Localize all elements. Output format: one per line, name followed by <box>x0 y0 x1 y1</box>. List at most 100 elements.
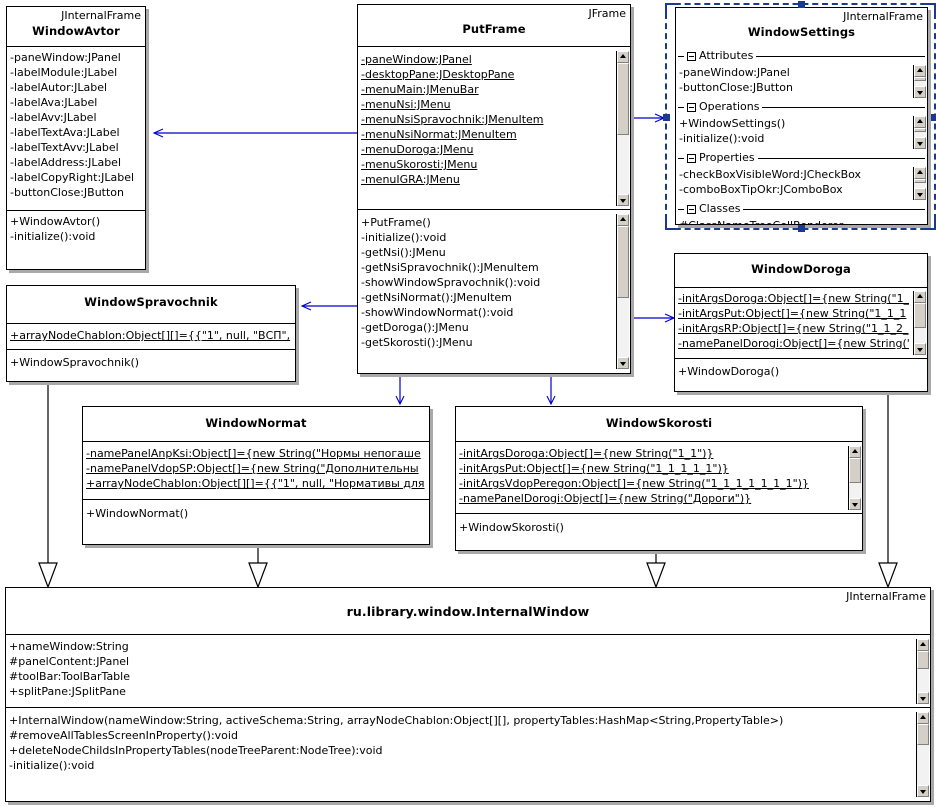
scroll-up-icon[interactable] <box>914 167 926 179</box>
scrollbar-track[interactable] <box>914 128 926 137</box>
class-box-window-settings[interactable]: JInternalFrame WindowSettings Attributes… <box>675 7 928 225</box>
operation-row: -initialize():void <box>9 759 95 772</box>
group-label: Attributes <box>699 49 754 62</box>
attribute-row: -namePanelDorogi:Object[]={new String(" <box>678 337 909 350</box>
property-row: -checkBoxVisibleWord:JCheckBox <box>679 168 862 181</box>
scroll-up-icon[interactable] <box>914 291 926 303</box>
operation-row: +deleteNodeChildsInPropertyTables(nodeTr… <box>9 744 383 757</box>
collapse-minus-icon[interactable] <box>687 102 696 112</box>
scrollbar-track[interactable] <box>914 77 926 86</box>
class-name: WindowSettings <box>747 25 856 39</box>
class-name: PutFrame <box>462 22 526 36</box>
class-box-window-normat[interactable]: WindowNormat -namePanelAnpKsi:Object[]={… <box>82 406 430 545</box>
group-header-operations[interactable]: Operations <box>676 99 927 115</box>
scroll-up-icon[interactable] <box>617 214 629 226</box>
scrollbar-thumb[interactable] <box>849 458 861 483</box>
attributes-compartment: -namePanelAnpKsi:Object[]={new String("Н… <box>83 442 429 500</box>
class-box-window-skorosti[interactable]: WindowSkorosti -initArgsDoroga:Object[]=… <box>455 406 863 551</box>
class-box-window-avtor[interactable]: JInternalFrame WindowAvtor -paneWindow:J… <box>6 6 146 270</box>
attributes-scrollbar[interactable] <box>916 639 929 704</box>
property-row: -comboBoxTipOkr:JComboBox <box>679 183 843 196</box>
scroll-down-icon[interactable] <box>849 498 861 510</box>
scrollbar-thumb[interactable] <box>917 651 929 670</box>
scrollbar-thumb[interactable] <box>914 179 926 183</box>
class-name: WindowDoroga <box>751 262 851 276</box>
scrollbar-track[interactable] <box>914 303 926 343</box>
group-header-attributes[interactable]: Attributes <box>676 48 927 64</box>
scroll-up-icon[interactable] <box>914 65 926 77</box>
generalization-doroga <box>878 392 898 589</box>
collapse-minus-icon[interactable] <box>687 51 696 61</box>
scroll-down-icon[interactable] <box>917 692 929 704</box>
attribute-rows: -paneWindow:JPanel -buttonClose:JButton <box>676 64 909 98</box>
attribute-row: -desktopPane:JDesktopPane <box>361 68 515 81</box>
attributes-scrollbar[interactable] <box>848 446 861 510</box>
operations-compartment: +WindowSkorosti() <box>456 514 862 550</box>
operations-scrollbar[interactable] <box>616 214 629 369</box>
scroll-down-icon[interactable] <box>914 343 926 355</box>
operation-row: -initialize():void <box>679 132 765 145</box>
stereotype-label: JInternalFrame <box>846 590 926 603</box>
attributes-compartment: -initArgsDoroga:Object[]={new String("1_… <box>456 442 862 514</box>
attribute-row: -paneWindow:JPanel <box>361 53 472 66</box>
attribute-row: -initArgsRP:Object[]={new String("1_1_2_ <box>678 322 909 335</box>
scrollbar-track[interactable] <box>617 63 629 194</box>
collapse-minus-icon[interactable] <box>687 204 696 214</box>
group-header-properties[interactable]: Properties <box>676 150 927 166</box>
operations-scrollbar[interactable] <box>916 712 929 797</box>
operation-row: +PutFrame() <box>361 216 431 229</box>
scrollbar-track[interactable] <box>917 724 929 785</box>
class-box-window-spravochnik[interactable]: WindowSpravochnik +arrayNodeChablon:Obje… <box>6 285 296 382</box>
selection-handle-left[interactable] <box>663 113 670 121</box>
attribute-row: -labelAddress:JLabel <box>10 156 122 169</box>
collapse-minus-icon[interactable] <box>687 153 696 163</box>
scroll-down-icon[interactable] <box>617 357 629 369</box>
scroll-down-icon[interactable] <box>914 86 926 98</box>
scrollbar-thumb[interactable] <box>617 226 629 299</box>
scrollbar-thumb[interactable] <box>914 128 926 132</box>
group-label: Classes <box>699 202 741 215</box>
attribute-row: -menuDoroga:JMenu <box>361 143 474 156</box>
operation-row: -initialize():void <box>361 231 447 244</box>
attributes-scrollbar[interactable] <box>616 51 629 206</box>
selection-handle-bottom[interactable] <box>797 225 805 232</box>
scroll-down-icon[interactable] <box>914 137 926 149</box>
scroll-up-icon[interactable] <box>914 116 926 128</box>
scrollbar-thumb[interactable] <box>617 63 629 136</box>
attributes-scrollbar[interactable] <box>913 65 926 98</box>
class-header: JFrame PutFrame <box>358 5 630 47</box>
operation-row: -initialize():void <box>10 230 96 243</box>
scroll-down-icon[interactable] <box>917 785 929 797</box>
scroll-up-icon[interactable] <box>917 712 929 724</box>
scrollbar-track[interactable] <box>917 651 929 692</box>
operations-scrollbar[interactable] <box>913 116 926 149</box>
scrollbar-track[interactable] <box>617 226 629 357</box>
class-name: ru.library.window.InternalWindow <box>346 604 590 619</box>
attribute-row: -labelTextAvv:JLabel <box>10 141 119 154</box>
attribute-row: -namePanelDorogi:Object[]={new String("Д… <box>459 492 752 505</box>
scroll-up-icon[interactable] <box>917 639 929 651</box>
scroll-down-icon[interactable] <box>617 194 629 206</box>
class-header: JInternalFrame WindowAvtor <box>7 7 145 47</box>
operations-compartment: +WindowDoroga() <box>675 359 927 391</box>
selection-handle-right[interactable] <box>931 113 936 121</box>
group-header-classes[interactable]: Classes <box>676 201 927 217</box>
class-box-window-doroga[interactable]: WindowDoroga -initArgsDoroga:Object[]={n… <box>674 253 928 392</box>
class-box-put-frame[interactable]: JFrame PutFrame -paneWindow:JPanel -desk… <box>357 4 631 374</box>
scrollbar-track[interactable] <box>849 458 861 498</box>
attributes-scrollbar[interactable] <box>913 291 926 355</box>
operation-row: #removeAllTablesScreenInProperty():void <box>9 729 238 742</box>
scroll-down-icon[interactable] <box>914 188 926 200</box>
scrollbar-track[interactable] <box>914 179 926 188</box>
operation-row: -getSkorosti():JMenu <box>361 336 473 349</box>
scrollbar-thumb[interactable] <box>917 724 929 746</box>
attribute-row: #panelContent:JPanel <box>9 655 130 668</box>
scroll-up-icon[interactable] <box>849 446 861 458</box>
properties-scrollbar[interactable] <box>913 167 926 200</box>
scroll-up-icon[interactable] <box>617 51 629 63</box>
class-box-internal-window[interactable]: JInternalFrame ru.library.window.Interna… <box>5 587 931 802</box>
attribute-row: -menuNsiNormat:JMenuItem <box>361 128 517 141</box>
generalization-normat <box>248 545 268 589</box>
scrollbar-thumb[interactable] <box>914 303 926 328</box>
scrollbar-thumb[interactable] <box>914 77 926 81</box>
